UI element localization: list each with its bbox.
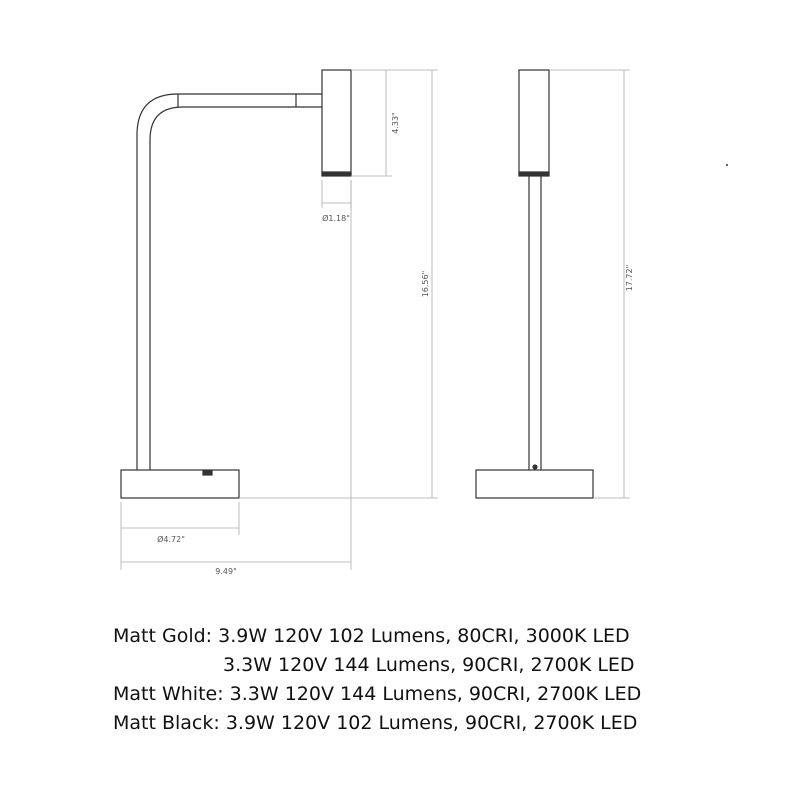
stray-dot — [726, 164, 728, 166]
front-lamp-head-lens — [321, 171, 352, 177]
base-diameter-label: Ø4.72" — [157, 534, 185, 544]
front-height-label: 16.56" — [421, 271, 430, 298]
spec-list: Matt Gold: 3.9W 120V 102 Lumens, 80CRI, … — [113, 622, 641, 738]
lamp-dimension-drawing: 4.33" Ø1.18" 16.56" 17.72" Ø4.72" 9.49" — [120, 69, 728, 576]
spec-matt-gold: Matt Gold: 3.9W 120V 102 Lumens, 80CRI, … — [113, 622, 641, 651]
front-lamp-base — [120, 469, 240, 499]
spec-label: Matt White: — [113, 683, 224, 705]
spec-value: 3.9W 120V 102 Lumens, 90CRI, 2700K LED — [225, 712, 638, 734]
side-switch-dot — [532, 464, 538, 470]
dimension-lines — [120, 69, 630, 570]
side-lamp-base — [475, 469, 594, 499]
front-switch — [202, 470, 213, 476]
front-view — [120, 69, 352, 499]
spec-value: 3.9W 120V 102 Lumens, 80CRI, 3000K LED — [218, 625, 630, 647]
spec-value: 3.3W 120V 144 Lumens, 90CRI, 2700K LED — [223, 654, 635, 676]
front-lamp-head — [321, 69, 352, 176]
spec-value: 3.3W 120V 144 Lumens, 90CRI, 2700K LED — [229, 683, 642, 705]
spec-label: Matt Gold: — [113, 625, 213, 647]
front-arm-outer — [136, 93, 322, 470]
side-height-label: 17.72" — [625, 265, 634, 292]
head-height-label: 4.33" — [391, 112, 400, 134]
spec-label: Matt Black: — [113, 712, 220, 734]
side-view — [475, 69, 594, 499]
head-diameter-label: Ø1.18" — [322, 213, 350, 223]
side-lamp-head-lens — [518, 171, 550, 177]
spec-matt-black: Matt Black: 3.9W 120V 102 Lumens, 90CRI,… — [113, 709, 641, 738]
spec-matt-white: Matt White: 3.3W 120V 144 Lumens, 90CRI,… — [113, 680, 641, 709]
side-lamp-head — [518, 69, 550, 176]
spec-matt-gold-alt: 3.3W 120V 144 Lumens, 90CRI, 2700K LED — [113, 651, 641, 680]
front-arm-inner — [149, 106, 322, 470]
overall-width-label: 9.49" — [215, 567, 237, 576]
